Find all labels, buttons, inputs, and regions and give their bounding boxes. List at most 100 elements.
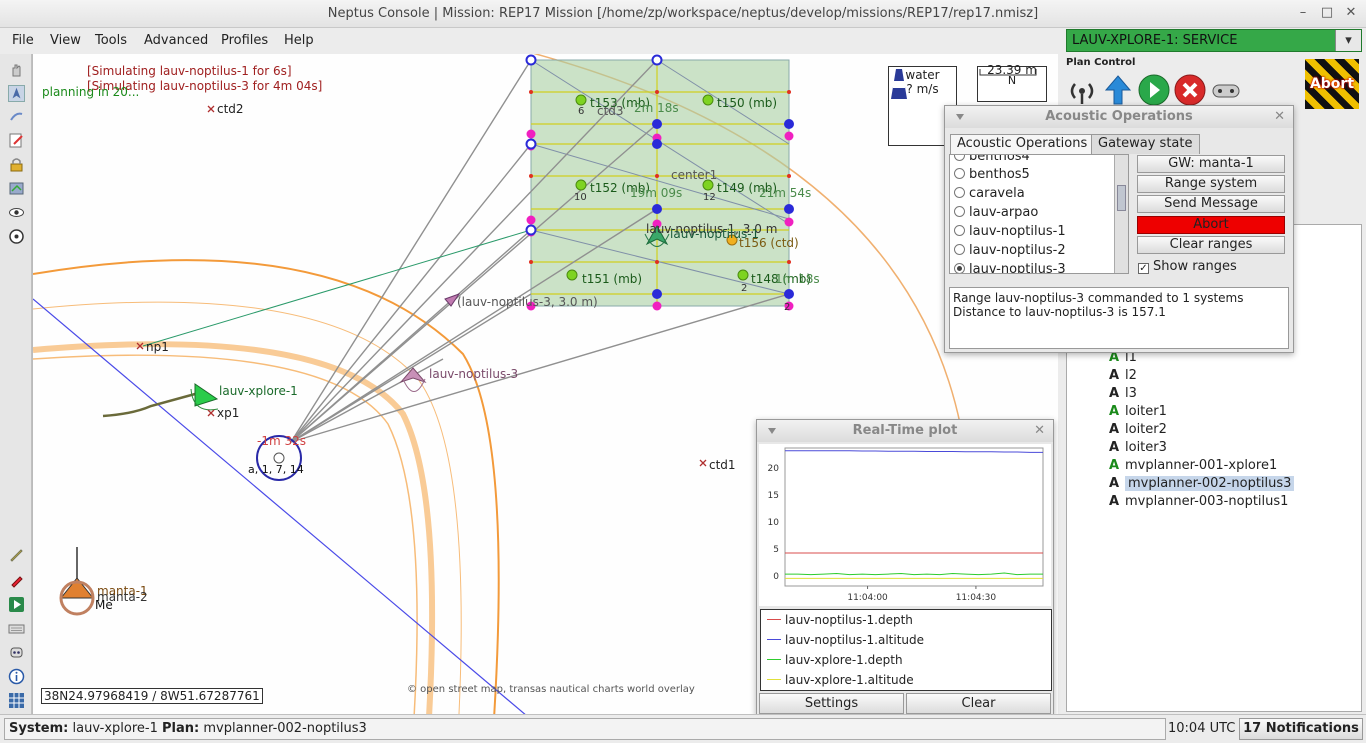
lock-icon[interactable] (8, 156, 25, 173)
target-t150[interactable]: t150 (mb) (717, 96, 778, 110)
signal-button[interactable] (1066, 74, 1098, 106)
rtplot-titlebar[interactable]: Real-Time plot ✕ (757, 420, 1053, 442)
teleop-button[interactable] (1210, 74, 1242, 106)
abort-button[interactable]: Abort (1305, 59, 1359, 109)
keyboard-icon[interactable] (8, 620, 25, 637)
pencil-icon[interactable] (8, 546, 25, 563)
tab-gateway-state[interactable]: Gateway state (1091, 134, 1200, 154)
marker-np1[interactable]: np1 (146, 340, 169, 354)
system-option-selected[interactable]: lauv-noptilus-3 (954, 262, 1066, 273)
marker-center1[interactable]: center1 (671, 168, 718, 182)
vehicle-label-manta1[interactable]: manta-1 (97, 584, 148, 598)
radio-button[interactable] (954, 206, 965, 217)
radio-button[interactable] (954, 168, 965, 179)
vehicle-label-noptilus3[interactable]: lauv-noptilus-3 (429, 367, 519, 381)
eta-label: 21m 54s (759, 186, 812, 200)
marker-ctd3[interactable]: ctd3 (597, 104, 624, 118)
vehicle-label-xplore[interactable]: lauv-xplore-1 (219, 384, 298, 398)
target-t149[interactable]: t149 (mb) (717, 181, 778, 195)
target-t148[interactable]: t148 (mb) (751, 272, 812, 286)
menu-file[interactable]: File (12, 33, 34, 48)
vehicle-icon[interactable] (8, 85, 25, 102)
marker-xp1[interactable]: xp1 (217, 406, 240, 420)
signal-icon[interactable] (8, 108, 25, 125)
info-icon[interactable] (8, 668, 25, 685)
target-t151[interactable]: t151 (mb) (582, 272, 643, 286)
radio-button-selected[interactable] (954, 263, 965, 273)
marker-icon[interactable] (8, 572, 25, 589)
robot-icon[interactable] (8, 644, 25, 661)
scrollbar-thumb[interactable] (1117, 185, 1126, 211)
close-icon[interactable]: ✕ (1034, 423, 1045, 438)
radio-button[interactable] (954, 244, 965, 255)
menu-profiles[interactable]: Profiles (221, 33, 269, 48)
system-option[interactable]: lauv-arpao (954, 205, 1038, 220)
chevron-down-icon[interactable] (767, 420, 777, 442)
start-plan-button[interactable] (1138, 74, 1170, 106)
menu-view[interactable]: View (50, 33, 81, 48)
rtplot-settings-button[interactable]: Settings (759, 693, 904, 714)
show-ranges-checkbox[interactable]: ✓Show ranges (1138, 259, 1237, 274)
target-t152[interactable]: t152 (mb) (590, 181, 651, 195)
acoustic-dialog-titlebar[interactable]: Acoustic Operations ✕ (945, 106, 1293, 128)
system-list-scrollbar[interactable] (1114, 155, 1128, 273)
menu-tools[interactable]: Tools (95, 33, 128, 48)
radio-button[interactable] (954, 187, 965, 198)
series-line (785, 450, 1043, 453)
minimize-button[interactable]: – (1299, 5, 1307, 20)
menu-advanced[interactable]: Advanced (144, 33, 209, 48)
play-map-icon[interactable] (8, 596, 25, 613)
menu-help[interactable]: Help (284, 33, 314, 48)
vehicle-label-manta2[interactable]: manta-2 (97, 590, 148, 604)
system-option[interactable]: benthos4 (954, 155, 1030, 164)
send-plan-button[interactable] (1102, 74, 1134, 106)
close-window-button[interactable]: ✕ (1345, 5, 1357, 20)
stop-plan-button[interactable] (1174, 74, 1206, 106)
chevron-down-icon[interactable] (955, 106, 965, 128)
compass-icon[interactable] (8, 228, 25, 245)
marker-ctd1[interactable]: ctd1 (709, 458, 736, 472)
eta-label: -1m 32s (257, 434, 306, 448)
range-system-button[interactable]: Range system (1137, 175, 1285, 193)
system-option[interactable]: caravela (954, 186, 1025, 201)
chevron-down-icon[interactable]: ▾ (1335, 30, 1361, 51)
maximize-button[interactable]: □ (1320, 5, 1334, 20)
plan-edit-icon[interactable] (8, 132, 25, 149)
vehicle-label-noptilus1[interactable]: lauv-noptilus-1 (670, 227, 760, 241)
map-edit-icon[interactable] (8, 180, 25, 197)
gateway-button[interactable]: GW: manta-1 (1137, 155, 1285, 173)
acoustic-abort-button[interactable]: Abort (1137, 216, 1285, 234)
grid-icon[interactable] (8, 692, 25, 709)
vehicle-selector[interactable]: LAUV-XPLORE-1: SERVICE ▾ (1066, 29, 1362, 52)
clear-ranges-button[interactable]: Clear ranges (1137, 236, 1285, 254)
rtplot-clear-button[interactable]: Clear (906, 693, 1051, 714)
system-option[interactable]: benthos5 (954, 167, 1030, 182)
vehicle-label-noptilus1-depth: lauv-noptilus-1, 3.0 m (646, 222, 778, 236)
radio-button[interactable] (954, 155, 965, 161)
close-icon[interactable]: ✕ (1274, 109, 1285, 124)
hand-icon[interactable] (8, 62, 25, 79)
send-message-button[interactable]: Send Message (1137, 195, 1285, 213)
marker-t156-ctd[interactable]: t156 (ctd) (739, 236, 799, 250)
eye-icon[interactable] (8, 204, 25, 221)
tab-acoustic-operations[interactable]: Acoustic Operations (950, 134, 1095, 154)
notifications-button[interactable]: 17 Notifications (1239, 718, 1363, 740)
system-option[interactable]: lauv-noptilus-2 (954, 243, 1066, 258)
legend-item: lauv-xplore-1.depth (767, 653, 903, 667)
system-option[interactable]: lauv-noptilus-1 (954, 224, 1066, 239)
checkbox-checked[interactable]: ✓ (1138, 263, 1149, 274)
north-indicator: N (1007, 74, 1017, 87)
plan-icon: A (1109, 404, 1120, 419)
target-t153[interactable]: t153 (mb) (590, 96, 651, 110)
marker-ctd2[interactable]: ctd2 (217, 102, 244, 116)
radio-button[interactable] (954, 225, 965, 236)
